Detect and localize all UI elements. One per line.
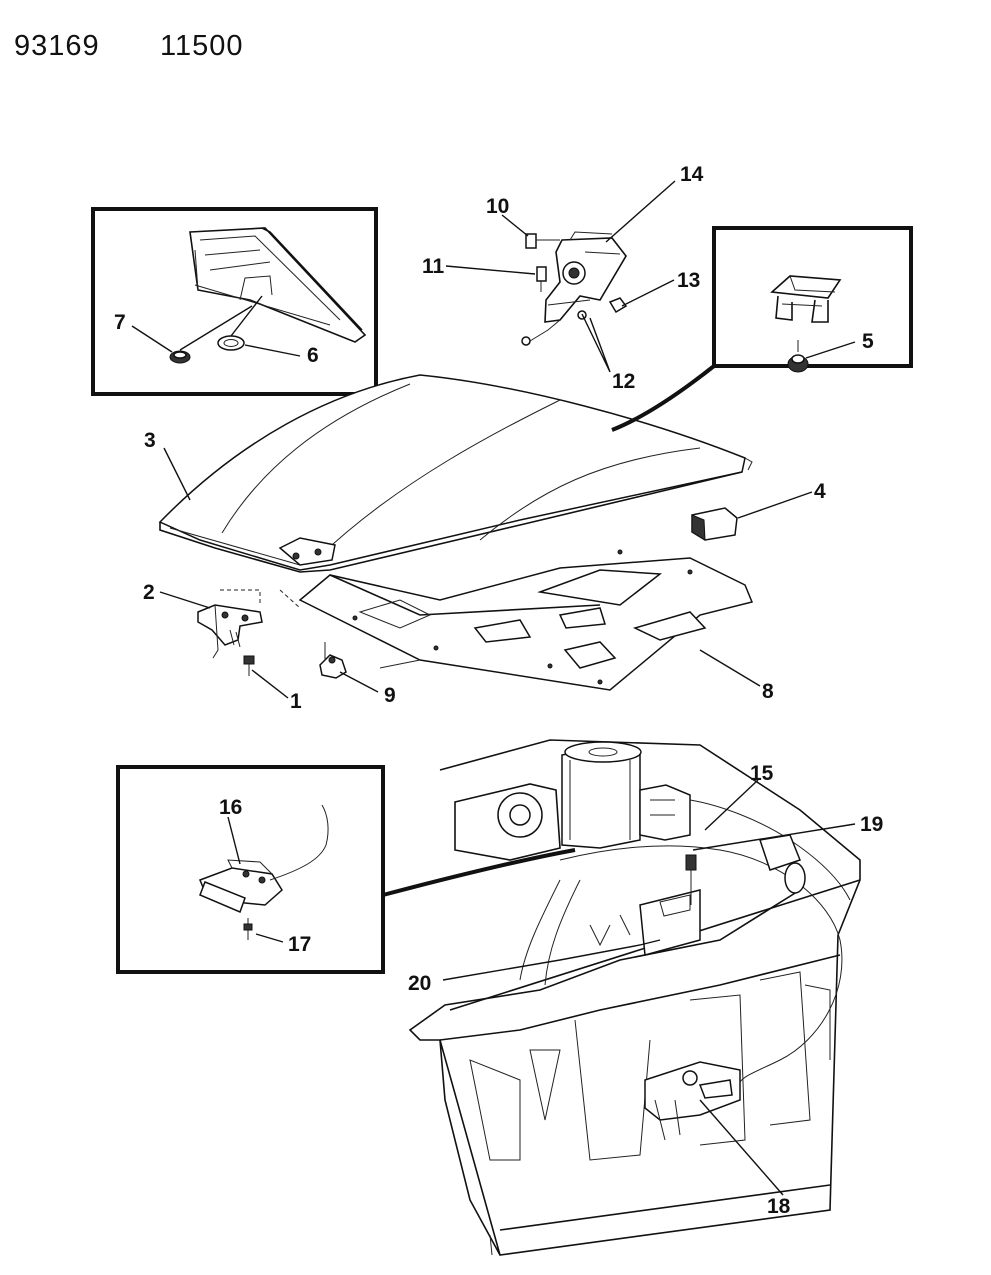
inset-hood-bumper: [91, 207, 378, 396]
connector-inset-handle: [382, 848, 576, 897]
hood-hinge-mount: [278, 537, 336, 566]
callout-5: 5: [862, 330, 874, 353]
engine-bay-front-end: [408, 739, 861, 1256]
callout-6: 6: [307, 344, 319, 367]
callout-16: 16: [219, 796, 242, 819]
hood-inner-panel: [298, 549, 754, 691]
callout-4: 4: [814, 480, 826, 503]
callout-3: 3: [144, 429, 156, 452]
callout-7: 7: [114, 311, 126, 334]
callout-14: 14: [680, 163, 704, 186]
callout-20: 20: [408, 972, 431, 995]
callout-19: 19: [860, 813, 883, 836]
callout-10: 10: [486, 195, 509, 218]
inset-release-handle: [116, 765, 385, 974]
inset-latch-bracket: [712, 226, 913, 373]
callout-13: 13: [677, 269, 700, 292]
callout-9: 9: [384, 684, 396, 707]
callout-1: 1: [290, 690, 302, 713]
group-number: 11500: [160, 30, 244, 62]
callout-15: 15: [750, 762, 774, 785]
callout-labels: 1 2 3 4 5 6 7 8 9 10 11 12 13 14 15 16 1…: [114, 163, 883, 1218]
connector-inset-latch: [611, 364, 716, 432]
release-bracket-assembly: [521, 231, 628, 346]
callout-11: 11: [422, 255, 445, 278]
callout-2: 2: [143, 581, 155, 604]
leader-lines: [131, 180, 856, 1196]
callout-18: 18: [767, 1195, 791, 1218]
callout-8: 8: [762, 680, 774, 703]
hinge-and-fasteners: [197, 589, 347, 679]
latch-block: [691, 507, 738, 541]
catalog-number: 93169: [14, 30, 100, 62]
callout-17: 17: [288, 933, 311, 956]
hood-panel: [158, 374, 753, 573]
callout-12: 12: [612, 370, 635, 393]
